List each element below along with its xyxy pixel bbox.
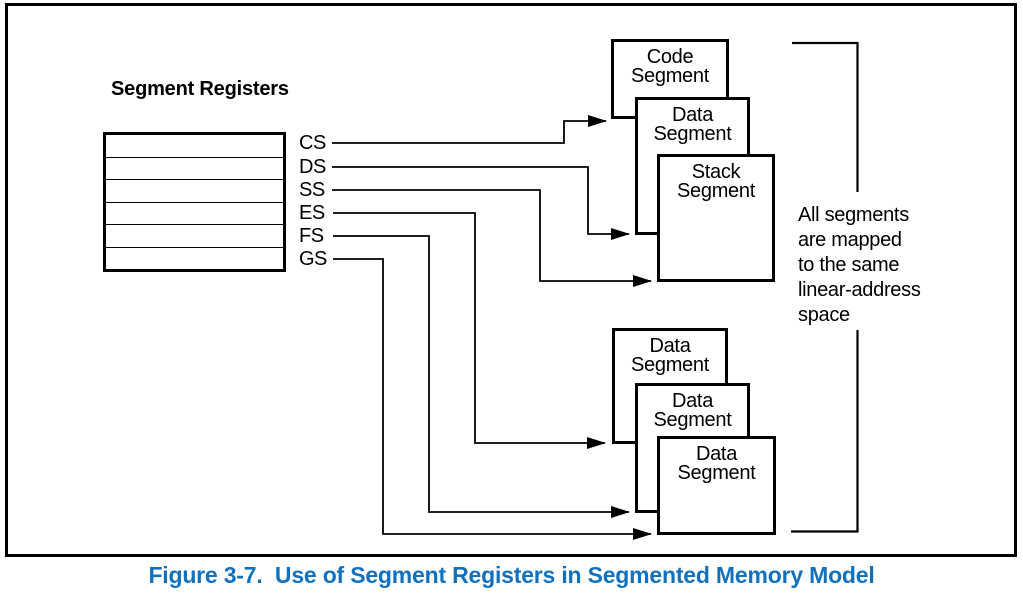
data-segment-3-label-line2: Segment — [677, 462, 756, 484]
segment-registers-heading: Segment Registers — [111, 78, 289, 100]
register-slot — [106, 135, 283, 157]
note-line: All segments — [798, 204, 909, 226]
data-segment-label-line1: Data — [671, 104, 714, 126]
data-segment-label-line2: Segment — [653, 123, 732, 145]
register-slot — [106, 201, 283, 225]
data-segment-2-label-line1: Data — [671, 390, 714, 412]
register-slot — [106, 224, 283, 247]
figure-border — [5, 3, 1017, 557]
register-slot — [106, 156, 283, 180]
data-segment-1-label-line2: Segment — [631, 354, 709, 376]
all-segments-note: All segments are mapped to the same line… — [798, 203, 938, 328]
stack-segment-box: Stack Segment — [657, 154, 775, 282]
data-segment-box-3: Data Segment — [657, 436, 776, 535]
stack-segment-label-line1: Stack — [691, 161, 741, 183]
data-segment-1-label-line1: Data — [649, 335, 691, 357]
data-segment-2-label-line2: Segment — [653, 409, 732, 431]
note-line: linear-address — [798, 279, 921, 301]
note-line: to the same — [798, 254, 900, 276]
register-label-es: ES — [299, 202, 325, 224]
register-slot — [106, 246, 283, 270]
code-segment-label-line2: Segment — [631, 65, 709, 87]
register-label-fs: FS — [299, 225, 324, 247]
register-label-gs: GS — [299, 248, 327, 270]
code-segment-label-line1: Code — [646, 46, 694, 68]
register-slot — [106, 179, 283, 202]
stack-segment-label-line2: Segment — [677, 180, 755, 202]
data-segment-3-label-line1: Data — [695, 443, 738, 465]
segment-register-table — [103, 132, 286, 272]
note-line: are mapped — [798, 229, 902, 251]
register-label-ds: DS — [299, 156, 326, 178]
register-label-cs: CS — [299, 132, 326, 154]
register-label-ss: SS — [299, 179, 325, 201]
note-line: space — [798, 304, 850, 326]
figure-caption: Figure 3-7. Use of Segment Registers in … — [148, 562, 875, 588]
